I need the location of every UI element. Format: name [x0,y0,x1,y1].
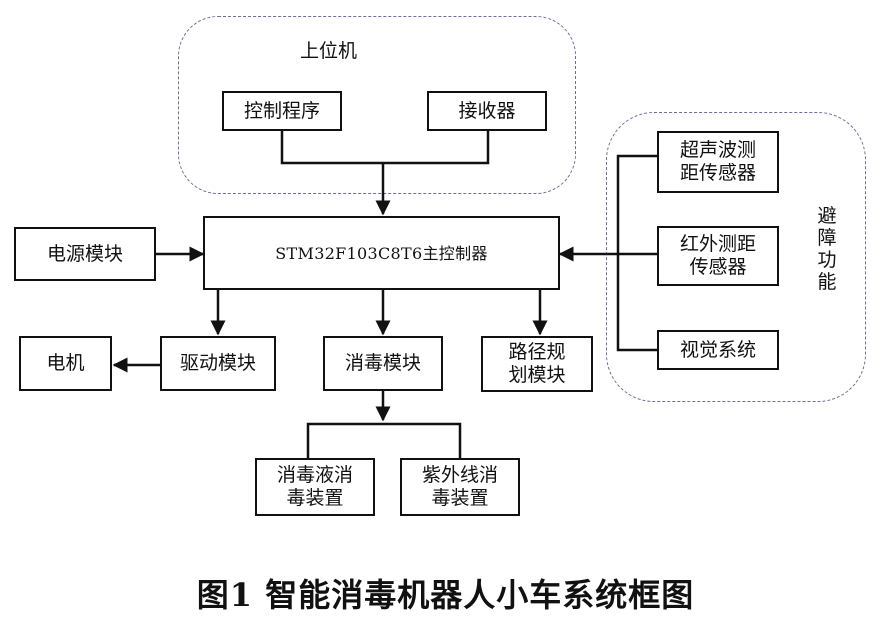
infrared-sensor-box: 红外测距传感器 [657,226,779,286]
main-controller-box: STM32F103C8T6主控制器 [203,216,560,290]
vision-system-box: 视觉系统 [657,330,779,370]
control-program-box: 控制程序 [222,91,342,131]
liquid-disinfection-device-box: 消毒液消毒装置 [255,458,375,516]
obstacle-avoidance-label: 避障功能 [817,205,837,293]
path-planning-module-box: 路径规划模块 [481,336,593,392]
motor-box: 电机 [19,336,112,391]
power-module-box: 电源模块 [14,227,156,281]
host-group [178,16,576,194]
receiver-box: 接收器 [427,91,547,131]
uv-disinfection-device-box: 紫外线消毒装置 [400,458,520,516]
disinfection-module-box: 消毒模块 [323,336,443,391]
devices-connector [306,422,462,458]
host-group-label: 上位机 [300,40,358,62]
figure-caption: 图1 智能消毒机器人小车系统框图 [196,576,695,614]
obstacle-avoidance-group [606,112,866,402]
ultrasonic-sensor-box: 超声波测距传感器 [657,131,779,193]
driver-module-box: 驱动模块 [160,336,276,391]
host-connector [280,131,490,165]
